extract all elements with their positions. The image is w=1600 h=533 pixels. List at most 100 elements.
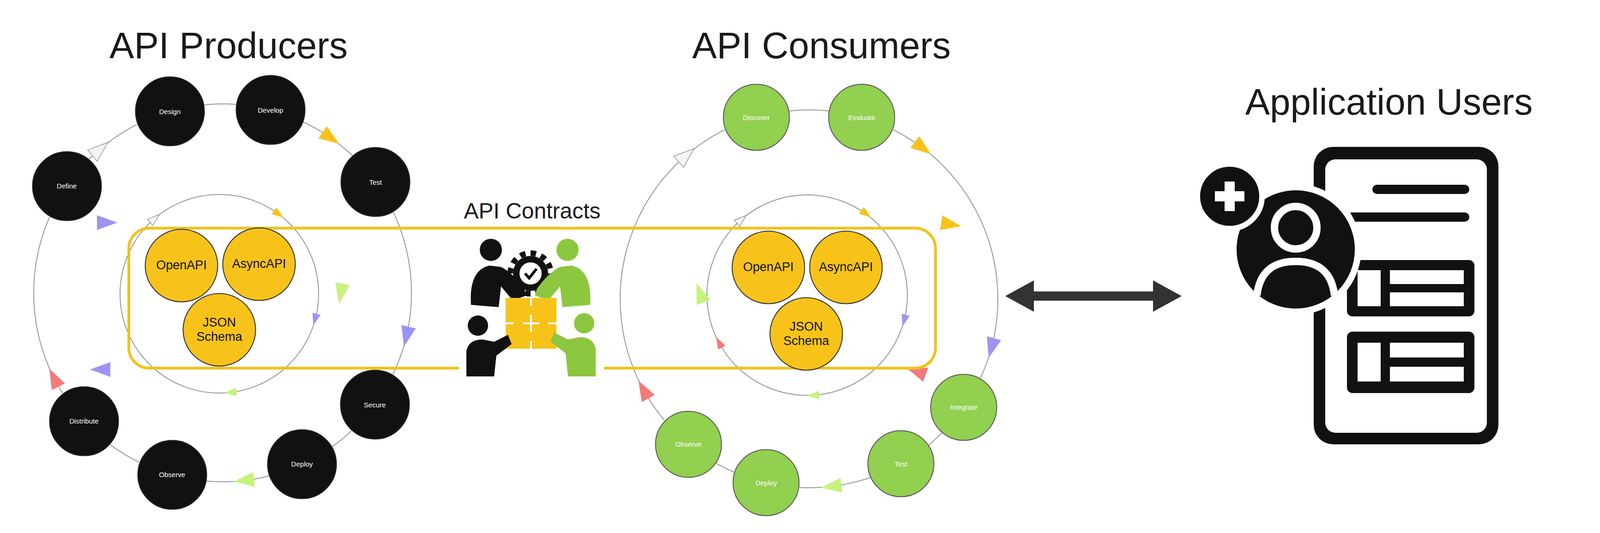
node-label: Deploy (755, 478, 778, 487)
arrow-head (673, 143, 699, 168)
person-head (556, 238, 579, 261)
node-label: Develop (257, 106, 284, 115)
stage-circle: Observe (654, 410, 723, 478)
arrow-head (318, 126, 344, 150)
circle-shape (340, 370, 410, 440)
puzzle-seam (505, 322, 557, 325)
person-head (479, 238, 502, 261)
circle-shape (828, 84, 895, 151)
node-label: Evaluate (848, 113, 876, 122)
node-label: Observe (675, 440, 702, 448)
person-head (467, 315, 489, 336)
node-label: Define (56, 181, 77, 190)
ring-arrowhead (712, 334, 726, 350)
user-head (1274, 206, 1317, 249)
list-row (1346, 331, 1475, 393)
circle-shape (341, 147, 411, 217)
stage-circle: Observe (137, 439, 208, 510)
connector-line (33, 216, 63, 393)
cycle-connector (109, 444, 139, 463)
ring-arrowhead (309, 312, 321, 327)
arrow-head (42, 365, 65, 391)
contract-band: API ContractsOpenAPIAsyncAPIJSON SchemaO… (127, 226, 937, 370)
node-label: AsyncAPI (818, 259, 873, 275)
stage-circle: Define (31, 150, 103, 222)
node-label: Distribute (69, 416, 99, 425)
stage-circle: Distribute (48, 386, 120, 457)
loose-arrowhead (90, 362, 111, 377)
circle-shape (930, 374, 997, 441)
circle-shape (135, 77, 205, 146)
puzzle-tab (539, 318, 549, 328)
connector-line (716, 463, 735, 472)
spec-circle: AsyncAPI (222, 227, 296, 302)
arrow-head (233, 471, 255, 490)
node-label: Discover (742, 113, 770, 122)
ring-arrowhead (271, 207, 287, 222)
connector-line (620, 129, 725, 421)
puzzle (505, 297, 557, 349)
circle-shape (32, 151, 102, 221)
puzzle-tab (513, 318, 523, 328)
stage-circle: Secure (339, 369, 411, 440)
list-cell (1389, 342, 1464, 358)
cycle-connector (893, 129, 1002, 379)
stage-circle: Design (134, 76, 206, 147)
loose-arrowhead (96, 215, 118, 230)
stage-circle: Test (867, 429, 935, 498)
node-label: Test (894, 459, 908, 468)
stage-circle: Develop (235, 74, 306, 145)
loose-arrowhead (940, 215, 963, 234)
ring-arrowhead (806, 390, 820, 400)
circle-shape (145, 229, 218, 302)
loose-arrowhead (331, 282, 350, 306)
list-row (1346, 259, 1475, 317)
phone-screen (1325, 159, 1487, 433)
arrow-head (632, 376, 655, 402)
cycle-connector (332, 430, 352, 447)
list-cell (1357, 342, 1381, 382)
double-arrow (1005, 280, 1182, 312)
gear-hole (519, 262, 542, 285)
connector-line (109, 444, 139, 463)
loose-arrowhead (904, 360, 929, 382)
arrow-head (981, 336, 1002, 360)
plus-sign (1224, 181, 1235, 212)
node-label: Observe (158, 470, 186, 479)
circle-shape (723, 84, 790, 151)
connector-line (893, 129, 998, 379)
section-heading: API Consumers (692, 24, 951, 67)
screen-bar (1372, 184, 1470, 194)
puzzle-tab (526, 331, 536, 341)
cycle-connector (206, 471, 269, 490)
circle-shape (137, 440, 207, 510)
stage-circle: Evaluate (827, 83, 896, 151)
inner-ring (706, 194, 908, 396)
node-label: Deploy (291, 459, 314, 468)
spec-circle: AsyncAPI (809, 230, 883, 305)
circle-shape (655, 410, 722, 477)
cycle-connector (303, 121, 353, 156)
connector-line (303, 121, 353, 156)
ring-arrowhead (898, 313, 910, 328)
connector-line (332, 430, 352, 447)
node-label: OpenAPI (742, 259, 794, 275)
node-label: OpenAPI (156, 258, 207, 273)
cycle-connector (620, 129, 725, 421)
arrow-head (820, 477, 843, 496)
stage-circle: Deploy (266, 428, 338, 500)
ring-arrowhead (223, 387, 237, 398)
stage-circle: Test (340, 146, 411, 218)
person-body (466, 334, 512, 377)
node-label: JSON Schema (773, 319, 839, 349)
ring-arrowhead (147, 211, 162, 226)
arrow-head (910, 136, 936, 161)
connector-line (928, 432, 942, 445)
spec-circle: OpenAPI (144, 228, 219, 303)
ring-arrowhead (858, 206, 874, 221)
circle-shape (732, 231, 805, 304)
connector-line (392, 212, 412, 375)
cycle-connector (928, 432, 942, 445)
cycle-connector (87, 124, 138, 162)
